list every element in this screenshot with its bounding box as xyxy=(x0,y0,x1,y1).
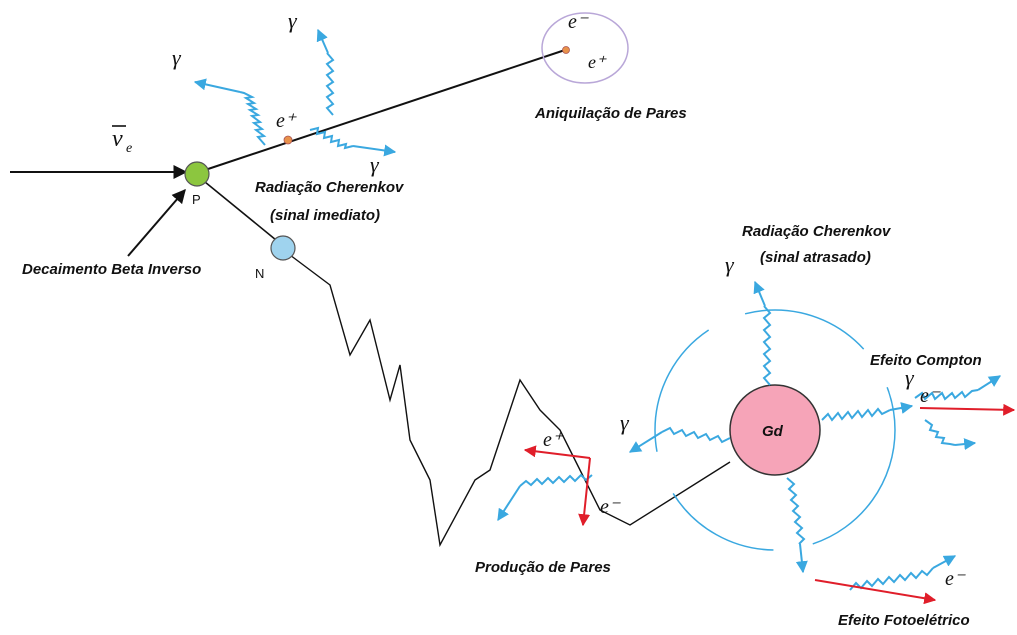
annihilation-electron-symbol: e⁻ xyxy=(568,11,589,33)
proton-circle xyxy=(184,161,210,187)
photoelectric-label: Efeito Fotoelétrico xyxy=(838,612,970,629)
cherenkov-immediate-photons xyxy=(193,28,397,157)
photon-wave xyxy=(309,126,354,150)
inverse-beta-pointer xyxy=(127,188,186,257)
pair-annihilation-label: Aniquilação de Pares xyxy=(534,105,687,122)
photon-line xyxy=(753,280,766,307)
cherenkov-delayed-label-1: Radiação Cherenkov xyxy=(742,223,892,240)
photon-wave xyxy=(924,419,956,446)
photon-wave xyxy=(762,305,772,386)
compton-electron-track xyxy=(919,403,1016,416)
gamma-symbol-delayed: γ xyxy=(725,252,735,277)
antineutrino-nu: ν xyxy=(112,126,123,152)
neutron-random-walk xyxy=(289,254,731,548)
pair-production-positron-symbol: e⁺ xyxy=(543,429,564,451)
photon-line xyxy=(628,431,663,453)
photon-line xyxy=(316,28,329,54)
photon-wave xyxy=(821,407,891,422)
pair-production-electron-track xyxy=(578,457,591,527)
photoelectric-electron-track xyxy=(814,579,937,605)
antineutrino-subscript: e xyxy=(126,141,132,156)
neutron-label: N xyxy=(255,266,264,281)
positron-dot xyxy=(283,135,293,145)
photon-line xyxy=(497,485,521,522)
gd-label: Gd xyxy=(762,423,784,440)
photon-wave xyxy=(786,477,806,545)
annihilation-ring xyxy=(541,12,629,84)
inverse-beta-label: Decaimento Beta Inverso xyxy=(22,261,201,278)
antineutrino-symbol: ν e xyxy=(112,125,132,156)
proton-label: P xyxy=(192,192,201,207)
photon-line xyxy=(193,78,241,93)
compton-electron-symbol: e⁻ xyxy=(920,385,941,407)
photon-wave xyxy=(325,52,335,116)
gd-nucleus xyxy=(729,384,821,476)
cherenkov-immediate-label-2: (sinal imediato) xyxy=(270,207,380,224)
cherenkov-immediate-label-1: Radiação Cherenkov xyxy=(255,179,405,196)
pair-production-label: Produção de Pares xyxy=(475,559,611,576)
photon-line xyxy=(954,438,977,451)
annihilation-dot xyxy=(562,46,570,54)
neutron-track-start xyxy=(204,181,277,241)
photon-wave xyxy=(914,389,979,401)
photon-line xyxy=(352,144,397,157)
neutron-circle xyxy=(270,235,296,261)
cherenkov-delayed-label-2: (sinal atrasado) xyxy=(760,249,871,266)
pair-production-electron-symbol: e⁻ xyxy=(600,496,621,518)
photon-line xyxy=(932,555,957,569)
photon-line xyxy=(889,402,914,414)
photon-wave xyxy=(239,91,267,146)
photon-wave xyxy=(849,567,934,591)
compton-label: Efeito Compton xyxy=(870,352,982,369)
photon-line xyxy=(795,543,808,574)
positron-track xyxy=(204,49,566,171)
capture-ring xyxy=(654,309,896,551)
photon-wave xyxy=(661,426,731,444)
cherenkov-delayed-photons xyxy=(497,280,1002,591)
photon-line xyxy=(977,375,1002,391)
pair-production-positron-track xyxy=(523,445,591,459)
gamma-symbol-left: γ xyxy=(620,410,630,435)
gamma-symbol-compton: γ xyxy=(905,365,915,390)
gamma-symbol-2: γ xyxy=(288,8,298,33)
photoelectric-electron-symbol: e⁻ xyxy=(945,568,966,590)
gamma-symbol-1: γ xyxy=(172,45,182,70)
positron-symbol: e⁺ xyxy=(276,110,297,132)
gamma-symbol-3: γ xyxy=(370,152,380,177)
annihilation-positron-symbol: e⁺ xyxy=(588,52,607,72)
photon-wave xyxy=(519,473,593,487)
